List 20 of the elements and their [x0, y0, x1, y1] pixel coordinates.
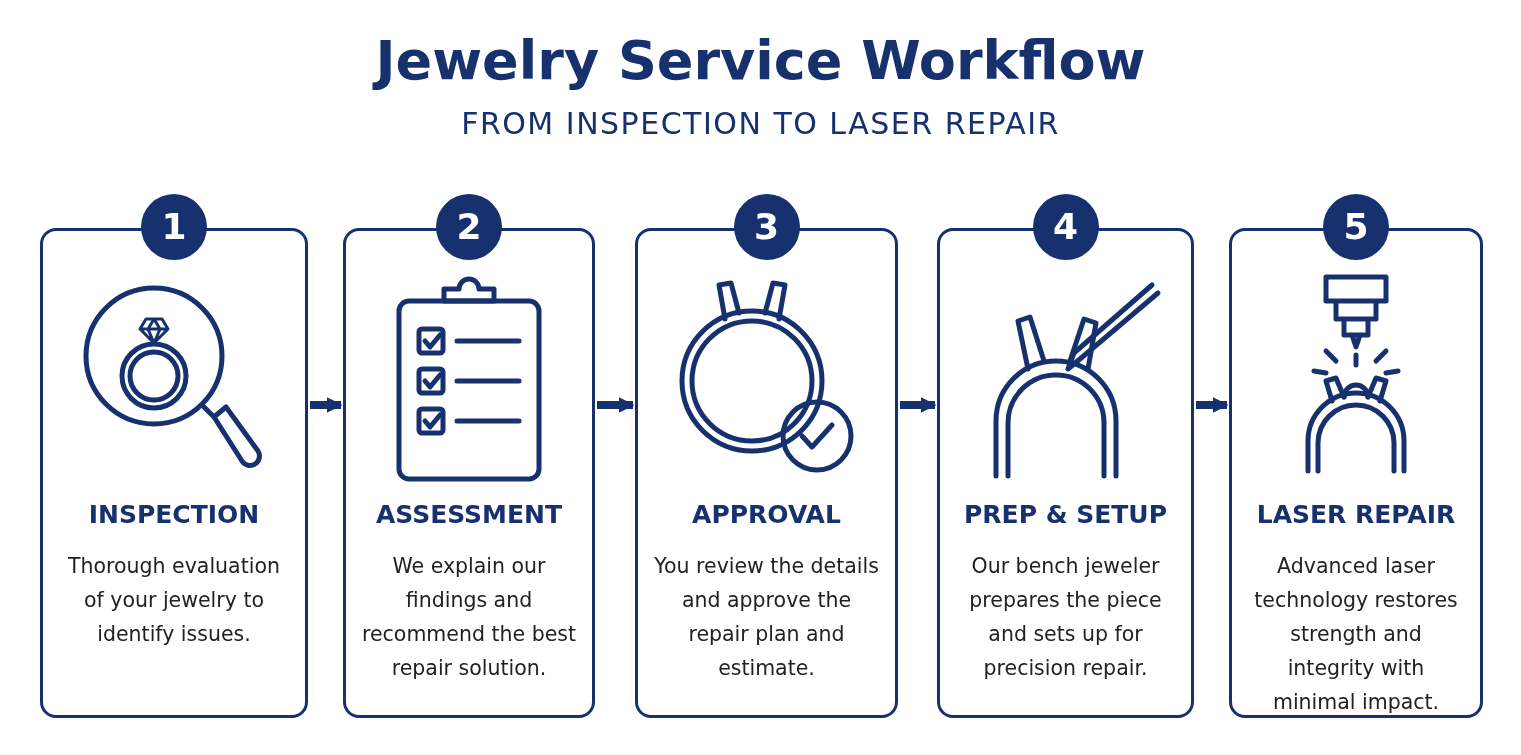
- step-number-badge: 3: [733, 194, 800, 260]
- arrow: [310, 397, 343, 413]
- step-number-badge: 4: [1032, 194, 1099, 260]
- step-description: Our bench jeweler prepares the piece and sets up for precision repair.: [968, 553, 1163, 682]
- step-description: You review the details and approve the repair plan and estimate.: [653, 553, 880, 682]
- step-title: INSPECTION: [88, 499, 260, 531]
- step-description: We explain our findings and recommend the best repair solution.: [361, 553, 577, 682]
- arrow: [597, 397, 635, 413]
- step-title: PREP & SETUP: [964, 499, 1167, 531]
- arrow: [1196, 397, 1229, 413]
- step-number-badge: 2: [436, 194, 502, 260]
- step-title: LASER REPAIR: [1256, 499, 1456, 531]
- step-description: Advanced laser technology restores strength and integrity with minimal impact.: [1253, 553, 1459, 716]
- step-description: Thorough evaluation of your jewelry to identify issues.: [67, 553, 281, 648]
- step-title: APPROVAL: [692, 499, 841, 531]
- step-title: ASSESSMENT: [375, 499, 563, 531]
- step-number-badge: 5: [1323, 194, 1389, 260]
- subtitle: FROM INSPECTION TO LASER REPAIR: [461, 105, 1060, 143]
- arrow: [900, 397, 937, 413]
- step-number-badge: 1: [141, 194, 207, 260]
